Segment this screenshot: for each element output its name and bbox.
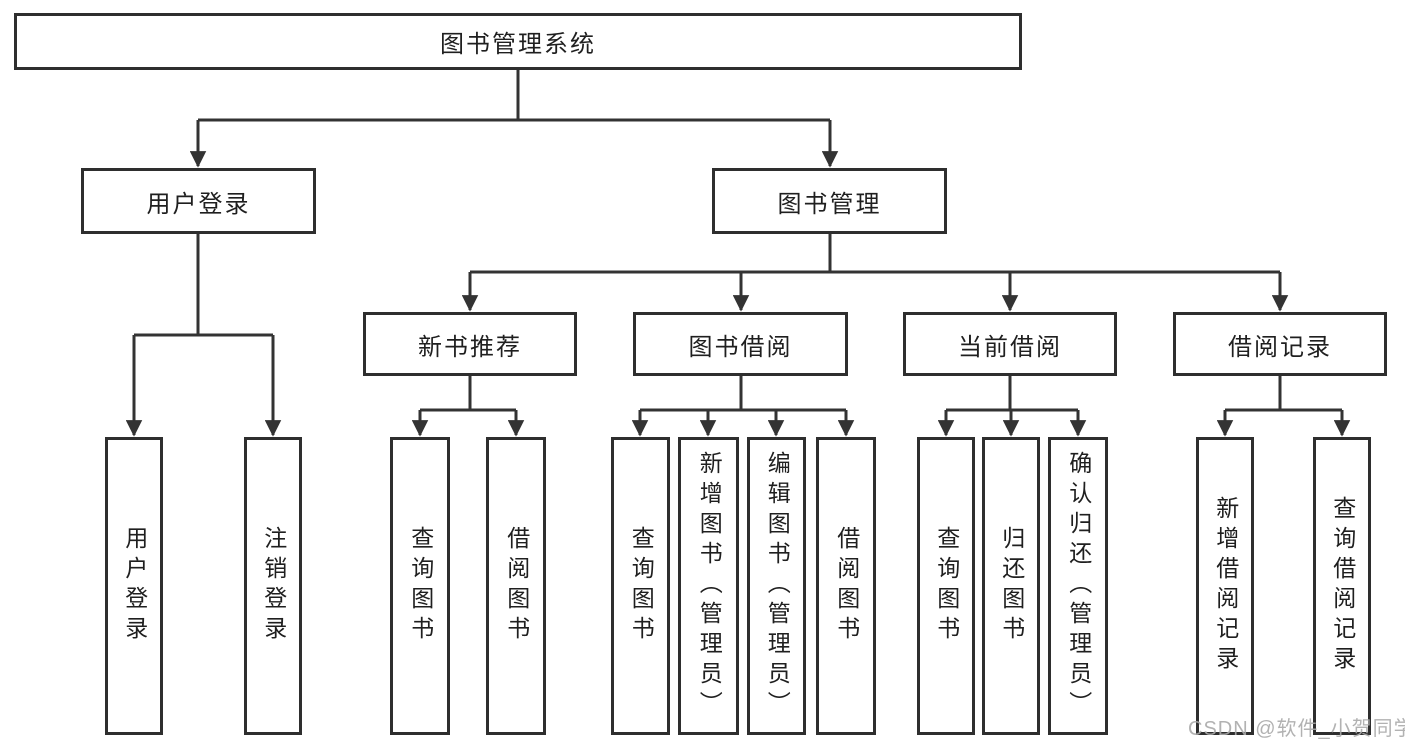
connector-current-borrow-children bbox=[937, 376, 1087, 437]
connector-new-books-children bbox=[411, 376, 525, 437]
connector-book-mgmt-to-level3 bbox=[461, 234, 1289, 312]
leaf-user-login: 用户登录 bbox=[105, 437, 163, 735]
leaf-label: 编辑图书（管理员） bbox=[764, 451, 791, 721]
leaf-label: 借阅图书 bbox=[833, 526, 860, 646]
node-label: 图书管理 bbox=[777, 190, 882, 218]
connector-borrow-records-children bbox=[1216, 376, 1351, 437]
leaf-label: 注销登录 bbox=[260, 526, 287, 646]
node-current-borrow: 当前借阅 bbox=[903, 312, 1117, 376]
node-borrow-records: 借阅记录 bbox=[1173, 312, 1387, 376]
leaf-label: 确认归还（管理员） bbox=[1065, 451, 1092, 721]
leaf-label: 新增图书（管理员） bbox=[696, 451, 723, 721]
leaf-label: 归还图书 bbox=[998, 526, 1025, 646]
node-label: 新书推荐 bbox=[418, 333, 522, 361]
leaf-label: 用户登录 bbox=[121, 526, 148, 646]
leaf-label: 查询图书 bbox=[628, 526, 655, 646]
leaf-borrow-books-2: 借阅图书 bbox=[816, 437, 876, 735]
leaf-borrow-books-1: 借阅图书 bbox=[486, 437, 546, 735]
leaf-query-books-2: 查询图书 bbox=[611, 437, 670, 735]
leaf-query-books-3: 查询图书 bbox=[917, 437, 975, 735]
leaf-label: 查询借阅记录 bbox=[1329, 496, 1356, 676]
node-root-label: 图书管理系统 bbox=[440, 31, 596, 58]
node-book-borrow: 图书借阅 bbox=[633, 312, 848, 376]
leaf-add-books-admin: 新增图书（管理员） bbox=[678, 437, 739, 735]
leaf-label: 新增借阅记录 bbox=[1212, 496, 1239, 676]
node-user-login: 用户登录 bbox=[81, 168, 316, 234]
node-new-book-recommend: 新书推荐 bbox=[363, 312, 577, 376]
node-label: 当前借阅 bbox=[958, 333, 1062, 361]
leaf-confirm-return-admin: 确认归还（管理员） bbox=[1048, 437, 1108, 735]
node-label: 用户登录 bbox=[146, 190, 251, 218]
connector-root-to-level2 bbox=[189, 70, 839, 168]
leaf-query-borrow-record: 查询借阅记录 bbox=[1313, 437, 1371, 735]
leaf-edit-books-admin: 编辑图书（管理员） bbox=[747, 437, 806, 735]
node-root-system: 图书管理系统 bbox=[14, 13, 1022, 70]
node-label: 图书借阅 bbox=[688, 333, 793, 361]
leaf-logout: 注销登录 bbox=[244, 437, 302, 735]
leaf-label: 借阅图书 bbox=[503, 526, 530, 646]
leaf-query-books-1: 查询图书 bbox=[390, 437, 450, 735]
leaf-return-books: 归还图书 bbox=[982, 437, 1040, 735]
connector-book-borrow-children bbox=[631, 376, 855, 437]
node-book-management: 图书管理 bbox=[712, 168, 947, 234]
node-label: 借阅记录 bbox=[1228, 333, 1332, 361]
csdn-watermark: CSDN @软件_小贺同学 bbox=[1188, 718, 1405, 740]
leaf-label: 查询图书 bbox=[407, 526, 434, 646]
leaf-add-borrow-record: 新增借阅记录 bbox=[1196, 437, 1254, 735]
connector-user-login-children bbox=[125, 234, 282, 437]
leaf-label: 查询图书 bbox=[933, 526, 960, 646]
